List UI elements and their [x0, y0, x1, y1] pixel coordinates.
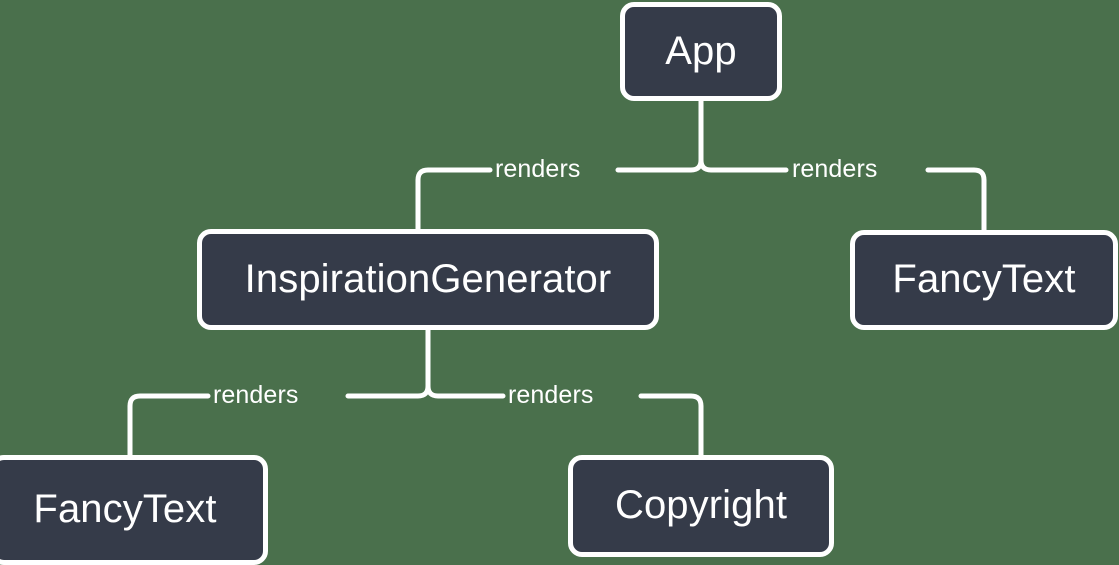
connector-inspirationgenerator-bus-left: [345, 383, 431, 399]
node-inspiration-generator[interactable]: InspirationGenerator: [197, 229, 659, 330]
connector-app-bus-left: [615, 157, 704, 173]
node-copyright[interactable]: Copyright: [568, 455, 834, 557]
connector-inspirationgenerator-to-copyright: [638, 393, 704, 458]
node-fancytext-right[interactable]: FancyText: [850, 230, 1118, 330]
edge-label-app-to-fancytext-right: renders: [792, 155, 878, 183]
edge-label-inspirationgenerator-to-copyright: renders: [508, 381, 594, 409]
node-app[interactable]: App: [620, 2, 782, 101]
node-copyright-label: Copyright: [614, 483, 788, 527]
node-app-label: App: [665, 28, 737, 73]
node-inspiration-generator-label: InspirationGenerator: [244, 256, 612, 301]
connector-inspirationgenerator-to-fancytext-left: [127, 393, 211, 458]
connector-app-bus-right: [698, 157, 789, 173]
node-fancytext-right-label: FancyText: [892, 257, 1076, 301]
connector-app-to-fancytext-right: [925, 167, 987, 233]
node-fancytext-left-label: FancyText: [33, 487, 217, 531]
connector-app-to-inspirationgenerator: [415, 167, 493, 232]
edge-label-inspirationgenerator-to-fancytext-left: renders: [213, 381, 299, 409]
node-fancytext-left[interactable]: FancyText: [0, 455, 268, 565]
edge-label-app-to-inspirationgenerator: renders: [495, 155, 581, 183]
connector-inspirationgenerator-bus-right: [425, 383, 506, 399]
